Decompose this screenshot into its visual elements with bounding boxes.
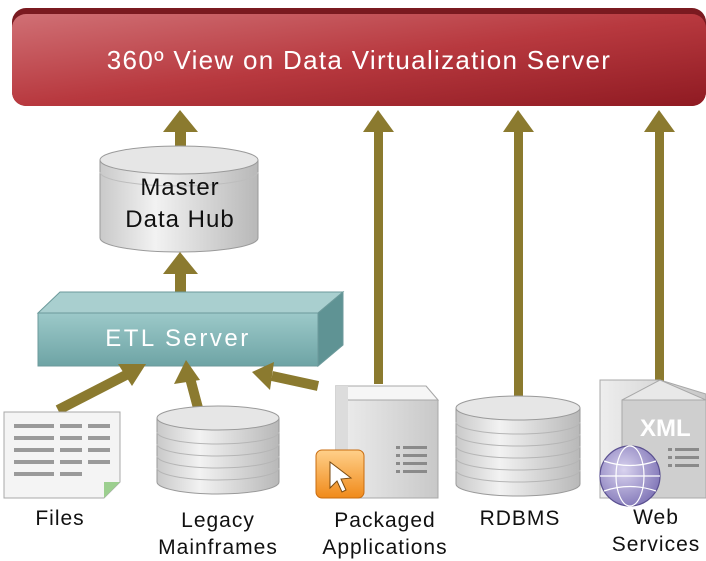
arrow-files-to-etl — [55, 364, 146, 415]
data-virtualization-server-banner — [12, 8, 706, 106]
packaged-label-line1: Packaged — [334, 509, 436, 532]
arrow-etl-to-hub — [163, 252, 198, 296]
arrow-legacy-to-etl — [174, 360, 203, 410]
packaged-applications-label: Packaged Applications — [315, 507, 455, 561]
legacy-label-line1: Legacy — [181, 509, 255, 532]
banner-title: 360º View on Data Virtualization Server — [106, 44, 612, 75]
legacy-mainframes-label: Legacy Mainframes — [148, 507, 288, 561]
arrow-web-services-to-banner — [644, 110, 675, 384]
xml-badge-text: XML — [640, 415, 691, 442]
web-services-label: Web Services — [606, 504, 706, 554]
arrow-hub-to-banner — [163, 110, 198, 150]
master-data-hub-cylinder — [99, 145, 259, 253]
files-label: Files — [35, 507, 85, 530]
arrow-packaged-to-banner — [363, 110, 394, 384]
arrow-packaged-to-etl — [252, 362, 320, 391]
files-document-icon — [3, 411, 121, 499]
globe-icon — [599, 445, 661, 507]
rdbms-cylinder — [455, 395, 581, 497]
arrow-rdbms-to-banner — [503, 110, 534, 400]
web-label-line1: Web — [633, 506, 679, 529]
etl-server-box — [36, 290, 345, 368]
rdbms-label: RDBMS — [479, 507, 561, 530]
packaged-label-line2: Applications — [322, 536, 448, 559]
legacy-label-line2: Mainframes — [158, 536, 278, 559]
packaged-applications-server-icon — [315, 385, 440, 499]
web-label-line2: Services — [611, 533, 701, 554]
master-data-hub-label: Master Data Hub — [100, 172, 260, 236]
web-services-xml-icon: XML — [599, 379, 706, 507]
legacy-mainframes-cylinder — [156, 405, 280, 495]
hub-label-line2: Data Hub — [125, 206, 235, 233]
hub-label-line1: Master — [140, 174, 220, 201]
etl-server-label: ETL Server — [105, 325, 251, 352]
